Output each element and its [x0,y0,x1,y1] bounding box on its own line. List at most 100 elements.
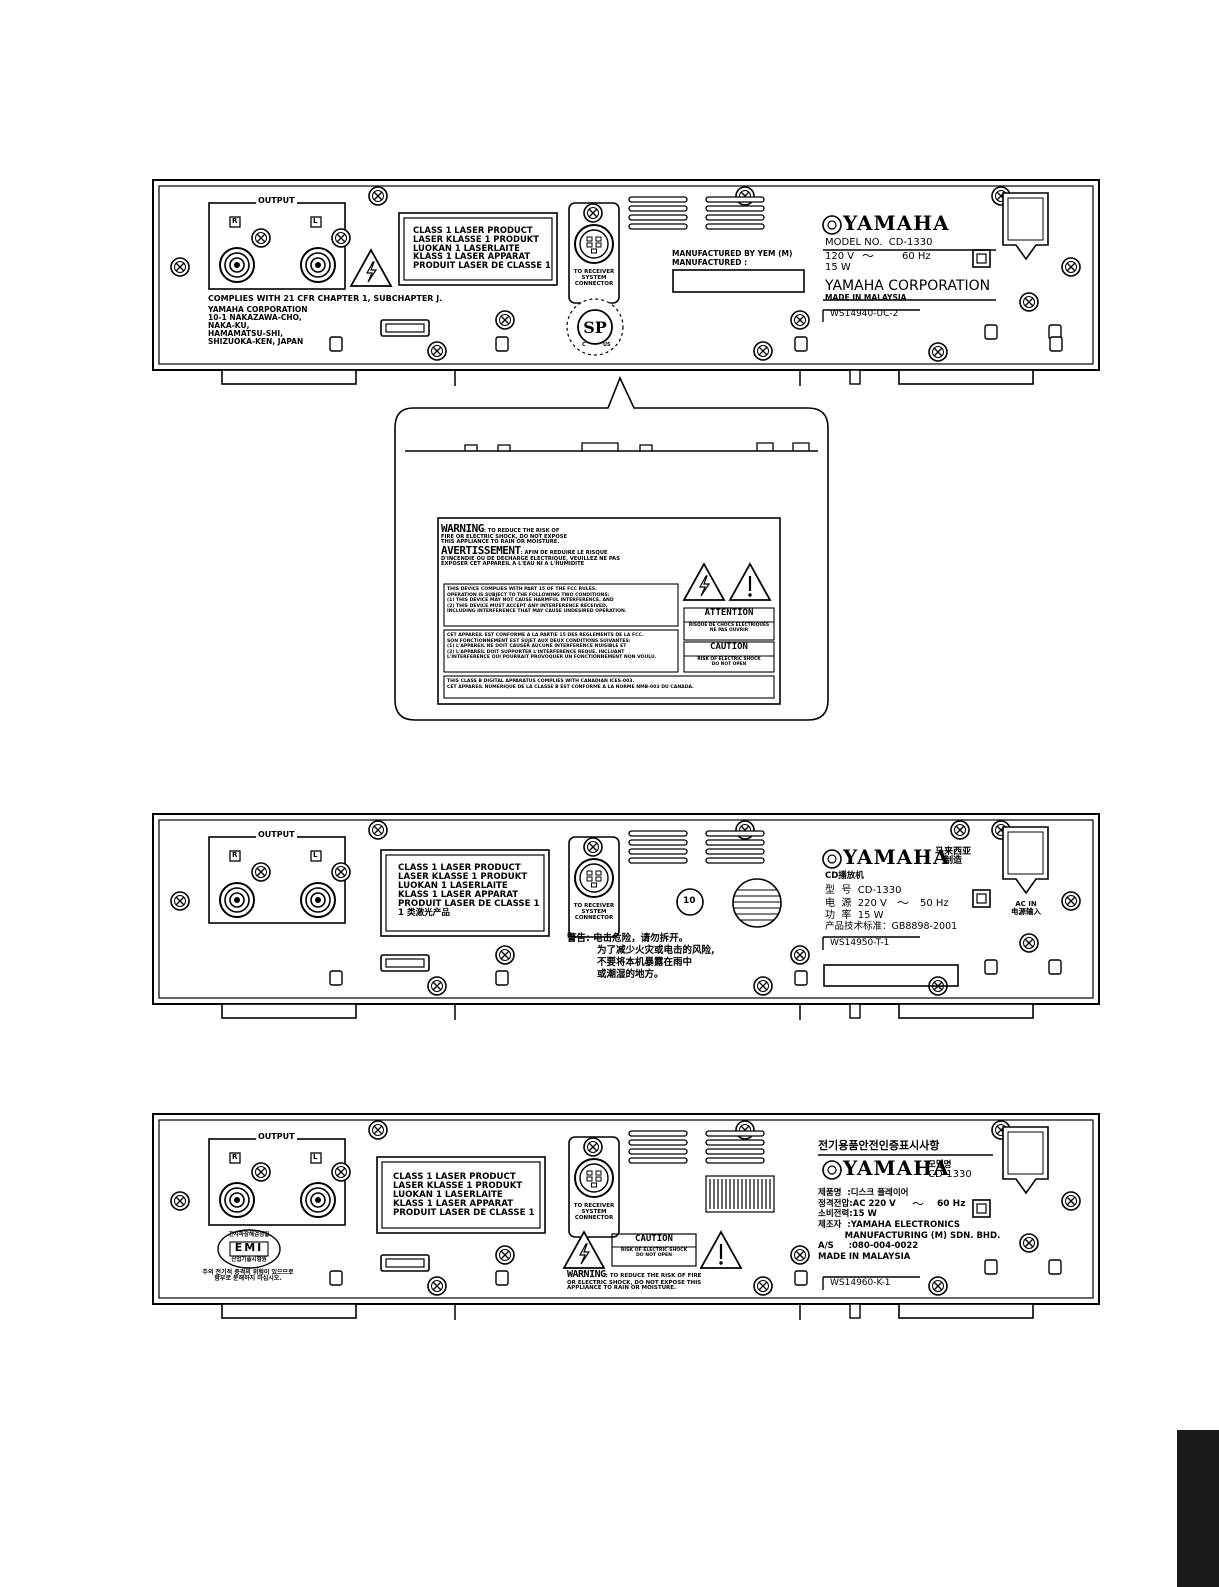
kr-spec-line: A/S :080-004-0022 [818,1241,919,1252]
kr-header: 전기용품안전인증표시사항 [818,1139,940,1152]
fcc-fr-block: CET APPAREIL EST CONFORME A LA PARTIE 15… [447,633,656,661]
emi-bottom: 산업기술시험원 [231,1257,267,1263]
yamaha-logo: YAMAHA [843,1156,950,1180]
warning-line: : TO REDUCE THE RISK OF [483,528,560,534]
jack-l-label: L [313,217,318,225]
warning-line: OR ELECTRIC SHOCK, DO NOT EXPOSE THIS [567,1279,702,1286]
kr-note-line: 함부로 분해하지 마십시오. [214,1275,282,1283]
cn-warning-line: 警告: 电击危险，请勿拆开。 [567,933,689,944]
caution-text: RISK OF ELECTRIC SHOCK DO NOT OPEN [612,1248,696,1259]
address-line: 10-1 NAKAZAWA-CHO, [208,312,302,322]
kr-model-line: 모델명 [928,1160,952,1170]
laser-line: CLASS 1 LASER PRODUCT [398,863,521,873]
ac-tilde: ～ [912,1197,925,1211]
laser-line: PRODUIT LASER DE CLASSE 1 [393,1208,535,1219]
model-number: 型 号 CD-1330 [825,885,902,896]
fcc-fr-line: (1) L'APPAREIL NE DOIT CAUSER AUCUNE INT… [447,644,627,649]
page-thumb-tab [1177,1430,1219,1587]
svg-text:SP: SP [583,318,607,337]
output-label: OUTPUT [256,1132,297,1142]
yamaha-logo: YAMAHA [843,845,950,869]
attention-title: ATTENTION [704,608,754,618]
kr-spec-line: MADE IN MALAYSIA [818,1251,911,1262]
frequency: 60 Hz [937,1199,966,1209]
warning-line: FIRE OR ELECTRIC SHOCK, DO NOT EXPOSE [441,533,568,540]
callout-label-closeup [394,375,829,721]
ac-in-line: AC IN [1015,900,1037,908]
canada-block: THIS CLASS B DIGITAL APPARATUS COMPLIES … [447,679,694,690]
kr-note: 주의 전기적 충격의 위험이 있으므로 함부로 분해하지 마십시오. [192,1269,304,1283]
voltage: 120 V [825,251,855,262]
avert-line: D'INCENDIE OU DE DECHARGE ELECTRIQUE, VE… [441,556,620,562]
kr-spec-line: 소비전력:15 W [818,1209,877,1220]
label-code: WS14940-UC-2 [830,309,899,319]
connector-line: CONNECTOR [574,914,614,921]
connector-line: CONNECTOR [574,1214,614,1221]
connector-label: TO RECEIVER SYSTEM CONNECTOR [569,269,619,287]
voltage: 电 源 220 V [825,898,887,909]
panel-china [152,813,1100,1020]
address-line: SHIZUOKA-KEN, JAPAN [208,336,304,346]
cfr-compliance: COMPLIES WITH 21 CFR CHAPTER 1, SUBCHAPT… [208,294,443,303]
csa-c: C [582,342,586,348]
connector-label: TO RECEIVER SYSTEM CONNECTOR [569,903,619,921]
panel-us: SP [152,179,1100,413]
fcc-fr-line: CET APPAREIL EST CONFORME A LA PARTIE 15… [447,633,644,638]
connector-label: TO RECEIVER SYSTEM CONNECTOR [569,1203,619,1221]
jack-r-label: R [232,217,238,225]
kr-model-line: CD-1330 [928,1168,972,1180]
connector-line: TO RECEIVER [573,1203,615,1209]
jack-l-label: L [313,1153,318,1161]
warning-block: WARNING : TO REDUCE THE RISK OF FIRE OR … [441,523,620,568]
laser-line: KLASS 1 LASER APPARAT [398,890,519,901]
laser-line: LUOKAN 1 LASERLAITE [398,881,508,892]
attention-text: RISQUE DE CHOCS ELECTRIQUES NE PAS OUVRI… [684,623,774,633]
canada-line: CET APPAREIL NUMERIQUE DE LA CLASSE B ES… [447,684,694,690]
connector-line: SYSTEM [581,274,607,281]
cn-warning-line: 为了减少火灾或电击的风险, [597,944,715,956]
kr-spec-line: 제조자 :YAMAHA ELECTRONICS [818,1219,961,1230]
product-name: CD播放机 [825,871,864,881]
laser-line: KLASS 1 LASER APPARAT [413,251,531,262]
label-code: WS14950-T-1 [830,938,890,948]
kr-spec-line: 정격전압:AC 220 V [818,1198,896,1209]
address-block: YAMAHA CORPORATION 10-1 NAKAZAWA-CHO, NA… [208,306,308,345]
laser-line: LASER KLASSE 1 PRODUKT [398,872,528,883]
caution-title: CAUTION [710,642,748,652]
caution-line: DO NOT OPEN [635,1252,673,1258]
avert-line: : AFIN DE REDUIRE LE RISQUE [520,550,608,557]
connector-line: TO RECEIVER [573,269,615,275]
address-line: NAKA-KU, [208,320,250,330]
jack-l-label: L [313,851,318,859]
frequency: 50 Hz [920,898,949,909]
fcc-line: THIS DEVICE COMPLIES WITH PART 15 OF THE… [447,587,597,592]
power-rating: 功 率 15 W [825,910,884,921]
warning-title: WARNING [441,522,484,535]
laser-label: CLASS 1 LASER PRODUCT LASER KLASSE 1 PRO… [393,1172,535,1219]
caution-title: CAUTION [635,1234,673,1244]
ac-tilde: ～ [862,249,875,263]
laser-line: 1 类激光产品 [398,908,450,919]
warning-title: WARNING [567,1269,606,1280]
fcc-line: OPERATION IS SUBJECT TO THE FOLLOWING TW… [447,592,610,598]
laser-line: CLASS 1 LASER PRODUCT [413,225,533,235]
cn-origin: 马来西亚 制造 [935,847,971,867]
warning-line: : TO REDUCE THE RISK OF FIRE [605,1273,702,1279]
kr-model: 모델명 CD-1330 [928,1161,972,1180]
laser-line: PRODUIT LASER DE CLASSE 1 [413,260,551,271]
laser-line: CLASS 1 LASER PRODUCT [393,1172,516,1182]
manufactured-by: MANUFACTURED BY YEM (M) [672,249,793,258]
panel-korea [152,1113,1100,1320]
output-label: OUTPUT [256,830,297,840]
ac-in-line: 电源输入 [1011,907,1041,917]
jack-r-label: R [232,851,238,859]
laser-label: CLASS 1 LASER PRODUCT LASER KLASSE 1 PRO… [413,226,551,270]
laser-line: PRODUIT LASER DE CLASSE 1 [398,899,540,910]
fcc-line: (1) THIS DEVICE MAY NOT CAUSE HARMFUL IN… [447,598,614,603]
laser-line: KLASS 1 LASER APPARAT [393,1199,514,1210]
address-line: YAMAHA CORPORATION [208,305,308,314]
avertissement-title: AVERTISSEMENT [441,544,521,558]
connector-line: CONNECTOR [574,280,614,287]
caution-line: RISK OF ELECTRIC SHOCK [697,657,761,662]
